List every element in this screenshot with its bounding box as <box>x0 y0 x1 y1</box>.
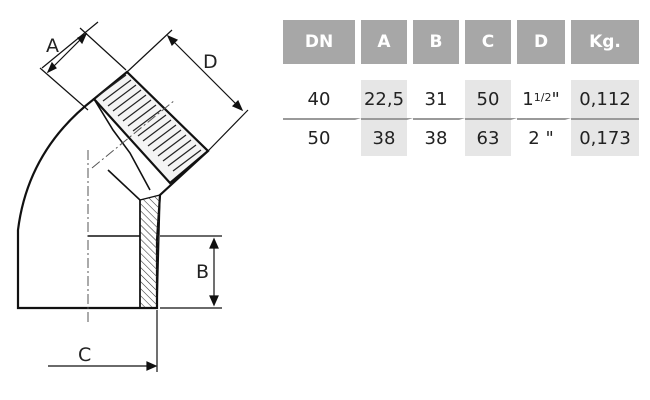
cell-dn: 40 <box>283 80 361 118</box>
threaded-socket <box>92 70 210 191</box>
cell-b: 38 <box>413 118 465 156</box>
cell-d-whole: 1 <box>522 88 534 110</box>
table-header-row: DN A B C D Kg. <box>283 20 639 64</box>
bore-lines <box>88 169 141 308</box>
header-c: C <box>465 20 517 64</box>
table-row: 50 38 38 63 2 " 0,173 <box>283 118 639 156</box>
header-dn: DN <box>283 20 361 64</box>
cell-kg: 0,173 <box>571 118 639 156</box>
table-spacer <box>283 64 639 80</box>
cell-kg: 0,112 <box>571 80 639 118</box>
header-kg: Kg. <box>571 20 639 64</box>
header-d: D <box>517 20 571 64</box>
header-a: A <box>361 20 413 64</box>
cell-a: 22,5 <box>361 80 413 118</box>
cell-d-unit: " <box>545 127 554 149</box>
center-lines <box>87 99 176 325</box>
table-row: 40 22,5 31 50 11/2" 0,112 <box>283 80 639 118</box>
cell-d-unit: " <box>551 88 560 110</box>
cell-d-whole: 2 <box>528 127 540 149</box>
dimension-label-a: A <box>46 35 59 57</box>
elbow-outline <box>16 98 209 310</box>
cell-c: 50 <box>465 80 517 118</box>
dimension-d <box>126 29 249 152</box>
cell-a: 38 <box>361 118 413 156</box>
dimension-b <box>160 235 222 309</box>
wall-section-hatch <box>139 194 161 309</box>
cell-d-fraction: 1/2 <box>533 90 552 104</box>
cell-c: 63 <box>465 118 517 156</box>
dimension-label-d: D <box>203 51 218 73</box>
dimension-a <box>39 21 127 111</box>
cell-b: 31 <box>413 80 465 118</box>
header-b: B <box>413 20 465 64</box>
cell-d: 2 " <box>517 118 571 156</box>
cell-d: 11/2" <box>517 80 571 118</box>
dimension-label-b: B <box>196 261 209 283</box>
dimension-c <box>48 310 158 372</box>
dimension-table: DN A B C D Kg. 40 22,5 31 50 11/2" 0,112… <box>283 20 639 156</box>
elbow-fitting-drawing: A D B C <box>16 21 249 372</box>
cell-dn: 50 <box>283 118 361 156</box>
dimension-label-c: C <box>78 344 91 366</box>
